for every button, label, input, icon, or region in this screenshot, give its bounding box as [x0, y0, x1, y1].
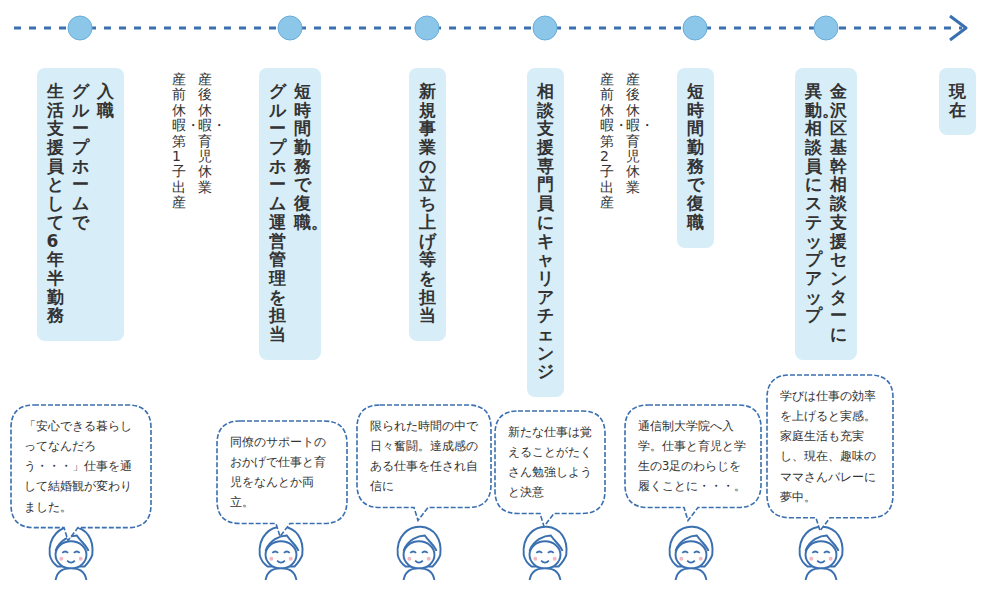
vertical-text: 入職: [97, 82, 114, 119]
bubble-text: 「安心できる暮らしってなんだろう・・・」仕事を通して結婚観が変わりました。: [24, 416, 138, 517]
timeline-box: 金沢区基幹相談支援センターに異動。相談員にステップアップ: [795, 68, 857, 360]
timeline-box: 短時間勤務で復職: [677, 68, 714, 248]
bubble-shape: [767, 375, 893, 531]
bubble-shape: [495, 411, 605, 527]
speech-bubble: 新たな仕事は覚えることがたくさん勉強しようと決意: [494, 410, 606, 515]
timeline-box: 相談支援専門員にキャリアチェンジ: [527, 68, 564, 397]
vertical-text: 短時間勤務で復職: [687, 82, 704, 232]
timeline-line: [14, 16, 966, 40]
timeline-box: 短時間勤務で復職。グループホーム運営管理を担当: [259, 68, 321, 360]
vertical-text: 金沢区基幹相談支援センターに: [830, 82, 847, 344]
girl-icon: [50, 527, 843, 580]
bubble-text: 新たな仕事は覚えることがたくさん勉強しようと決意: [508, 422, 592, 503]
bubble-text: 限られた時間の中で日々奮闘。達成感のある仕事を任され自信に: [370, 416, 478, 497]
leave-note: 産前休暇・第2子出産: [600, 72, 614, 211]
speech-bubble: 「安心できる暮らしってなんだろう・・・」仕事を通して結婚観が変わりました。: [10, 404, 152, 529]
vertical-text: 現在: [949, 82, 966, 119]
timeline-box: 新規事業の立ち上げ等を担当: [409, 68, 446, 341]
bubble-text: 学びは仕事の効率を上げると実感。家庭生活も充実し、現在、趣味のママさんバレーに夢…: [780, 386, 880, 507]
vertical-text: グループホームで: [72, 82, 89, 232]
vertical-text: 新規事業の立ち上げ等を担当: [419, 82, 436, 325]
bubble-shape: [625, 405, 761, 521]
vertical-text: 生活支援員として6年半勤務: [47, 82, 64, 325]
timeline-box: 現在: [939, 68, 976, 135]
bubble-text: 同僚のサポートのおかげで仕事と育児をなんとか両立。: [230, 432, 334, 513]
vertical-text: グループホーム運営管理を担当: [269, 82, 286, 344]
leave-note: 産後休暇・育児休業: [198, 72, 212, 195]
leave-note: 産前休暇・第1子出産: [172, 72, 186, 211]
speech-bubble: 学びは仕事の効率を上げると実感。家庭生活も充実し、現在、趣味のママさんバレーに夢…: [766, 374, 894, 519]
speech-bubble: 限られた時間の中で日々奮闘。達成感のある仕事を任され自信に: [356, 404, 492, 509]
bubble-shape: [217, 421, 347, 537]
vertical-text: 異動。相談員にステップアップ: [805, 82, 822, 325]
vertical-text: 相談支援専門員にキャリアチェンジ: [537, 82, 554, 381]
bubble-shape: [11, 405, 151, 541]
timeline-dot: [68, 16, 838, 40]
leave-note: 産後休暇・育児休業: [626, 72, 640, 195]
bubble-shape: [357, 405, 491, 521]
vertical-text: 短時間勤務で復職。: [294, 82, 311, 232]
bubble-text: 通信制大学院へ入学。仕事と育児と学生の3足のわらじを履くことに・・・。: [638, 416, 748, 497]
speech-bubble: 同僚のサポートのおかげで仕事と育児をなんとか両立。: [216, 420, 348, 525]
speech-bubble: 通信制大学院へ入学。仕事と育児と学生の3足のわらじを履くことに・・・。: [624, 404, 762, 509]
timeline-box: 入職グループホームで生活支援員として6年半勤務: [37, 68, 124, 341]
